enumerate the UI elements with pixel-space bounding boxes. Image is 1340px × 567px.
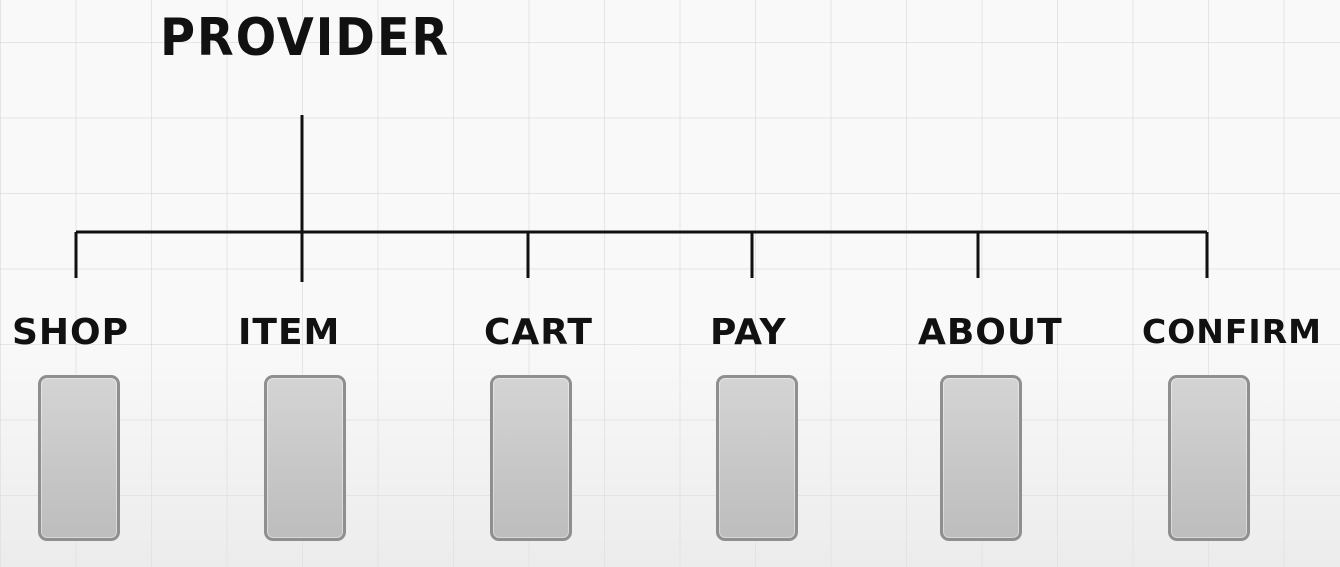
node-label-about: ABOUT — [918, 312, 1063, 353]
phone-screen-pay — [716, 375, 798, 541]
phone-screen-cart — [490, 375, 572, 541]
root-node-label: PROVIDER — [160, 8, 451, 68]
node-label-shop: SHOP — [12, 312, 130, 353]
phone-screen-shop — [38, 375, 120, 541]
node-label-cart: CART — [484, 312, 593, 353]
phone-screen-item — [264, 375, 346, 541]
phone-screen-about — [940, 375, 1022, 541]
phone-screen-confirm — [1168, 375, 1250, 541]
node-label-item: ITEM — [238, 312, 341, 353]
node-label-confirm: CONFIRM — [1142, 312, 1322, 351]
node-label-pay: PAY — [710, 312, 787, 353]
